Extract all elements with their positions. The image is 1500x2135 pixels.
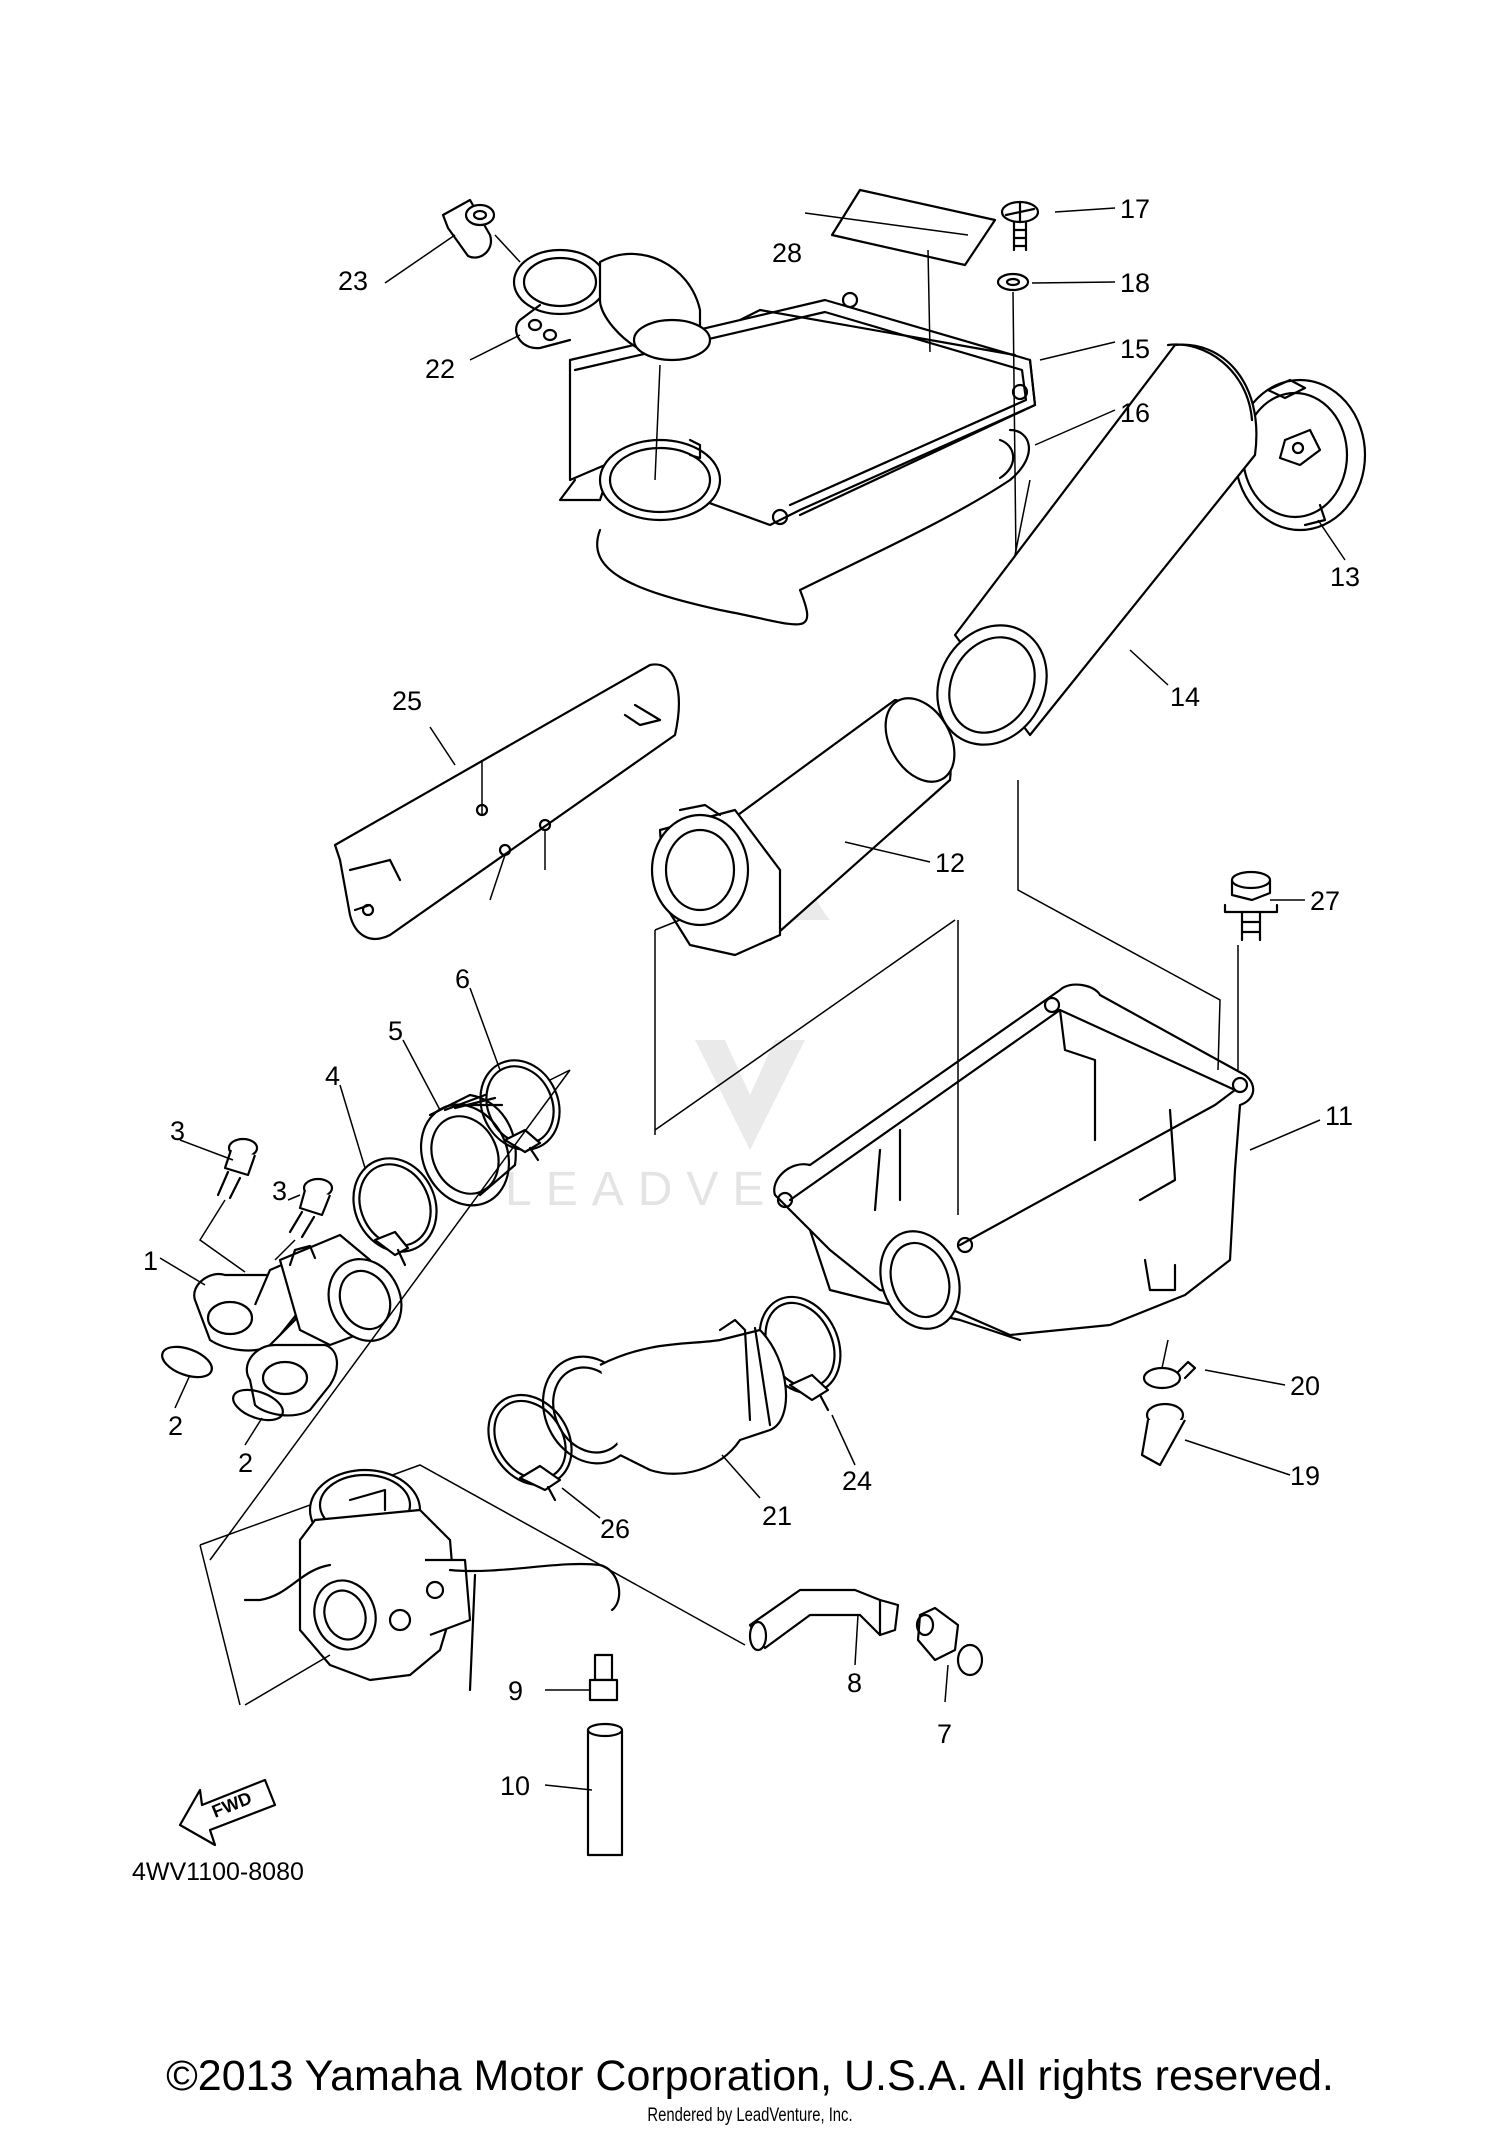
part-7-plug [915, 1606, 984, 1677]
part-6-clamp [209, 1059, 571, 1561]
part-22-intake-elbow [512, 248, 712, 481]
callout-8: 8 [847, 1668, 862, 1698]
part-4-clamp [352, 1157, 438, 1267]
callout-labels: 28 17 18 15 16 23 22 13 14 25 12 27 11 6… [143, 194, 1360, 1801]
fwd-arrow-icon: FWD [178, 1778, 277, 1847]
callout-26: 26 [600, 1514, 630, 1544]
callout-13: 13 [1330, 562, 1360, 592]
callout-6: 6 [455, 964, 470, 994]
callout-20: 20 [1290, 1371, 1320, 1401]
callout-21: 21 [762, 1501, 792, 1531]
callout-10: 10 [500, 1771, 530, 1801]
callout-22: 22 [425, 354, 455, 384]
part-17-screw [1000, 200, 1040, 252]
callout-12: 12 [935, 848, 965, 878]
part-13-filter-cap [1233, 378, 1367, 532]
callout-27: 27 [1310, 886, 1340, 916]
part-12-filter-tube [650, 697, 956, 957]
callout-23: 23 [338, 266, 368, 296]
callout-16: 16 [1120, 398, 1150, 428]
callout-17: 17 [1120, 194, 1150, 224]
part-18-washer [996, 272, 1030, 292]
part-3-bolt-b [288, 1177, 334, 1239]
callout-7: 7 [937, 1719, 952, 1749]
callout-3-b: 3 [272, 1176, 287, 1206]
part-21-joint [541, 1318, 788, 1475]
callout-25: 25 [392, 686, 422, 716]
carburetor-assembly [199, 1464, 746, 1706]
part-20-clip [1142, 1360, 1197, 1390]
callout-3-a: 3 [170, 1116, 185, 1146]
leader-lines-top [927, 249, 1031, 561]
callout-28: 28 [772, 238, 802, 268]
part-8-hose [748, 1588, 900, 1652]
part-code: 4WV1100-8080 [132, 1858, 304, 1886]
callout-14: 14 [1170, 682, 1200, 712]
callout-2-b: 2 [238, 1448, 253, 1478]
callout-11: 11 [1325, 1101, 1353, 1131]
callout-1: 1 [143, 1246, 158, 1276]
part-27-bolt [1223, 870, 1279, 942]
part-26-clamp [487, 1393, 573, 1502]
render-note: Rendered by LeadVenture, Inc. [647, 2105, 853, 2126]
part-3-bolt-a [216, 1137, 259, 1200]
part-2-o-ring-b [232, 1388, 284, 1422]
callout-24: 24 [842, 1466, 872, 1496]
part-5-joint [419, 1093, 517, 1207]
part-25-sheet [333, 663, 680, 941]
part-11-filter-case [773, 983, 1255, 1342]
leader-lines-mid [654, 780, 1239, 1215]
callout-5: 5 [388, 1016, 403, 1046]
part-10-hose [586, 1722, 624, 1857]
callout-leaders [159, 207, 1346, 1791]
part-2-o-ring-a [161, 1345, 213, 1379]
part-19-drain-plug [1140, 1339, 1186, 1467]
part-23-breather-fitting [441, 198, 521, 263]
callout-18: 18 [1120, 268, 1150, 298]
part-16-gasket [596, 428, 1030, 626]
copyright-footer: ©2013 Yamaha Motor Corporation, U.S.A. A… [166, 2052, 1334, 2100]
callout-2-a: 2 [168, 1411, 183, 1441]
callout-19: 19 [1290, 1461, 1320, 1491]
callout-4: 4 [325, 1061, 340, 1091]
callout-9: 9 [508, 1676, 523, 1706]
part-9-fitting [588, 1653, 619, 1702]
callout-15: 15 [1120, 334, 1150, 364]
part-1-joint [193, 1199, 403, 1417]
part-14-filter-element [936, 343, 1258, 746]
